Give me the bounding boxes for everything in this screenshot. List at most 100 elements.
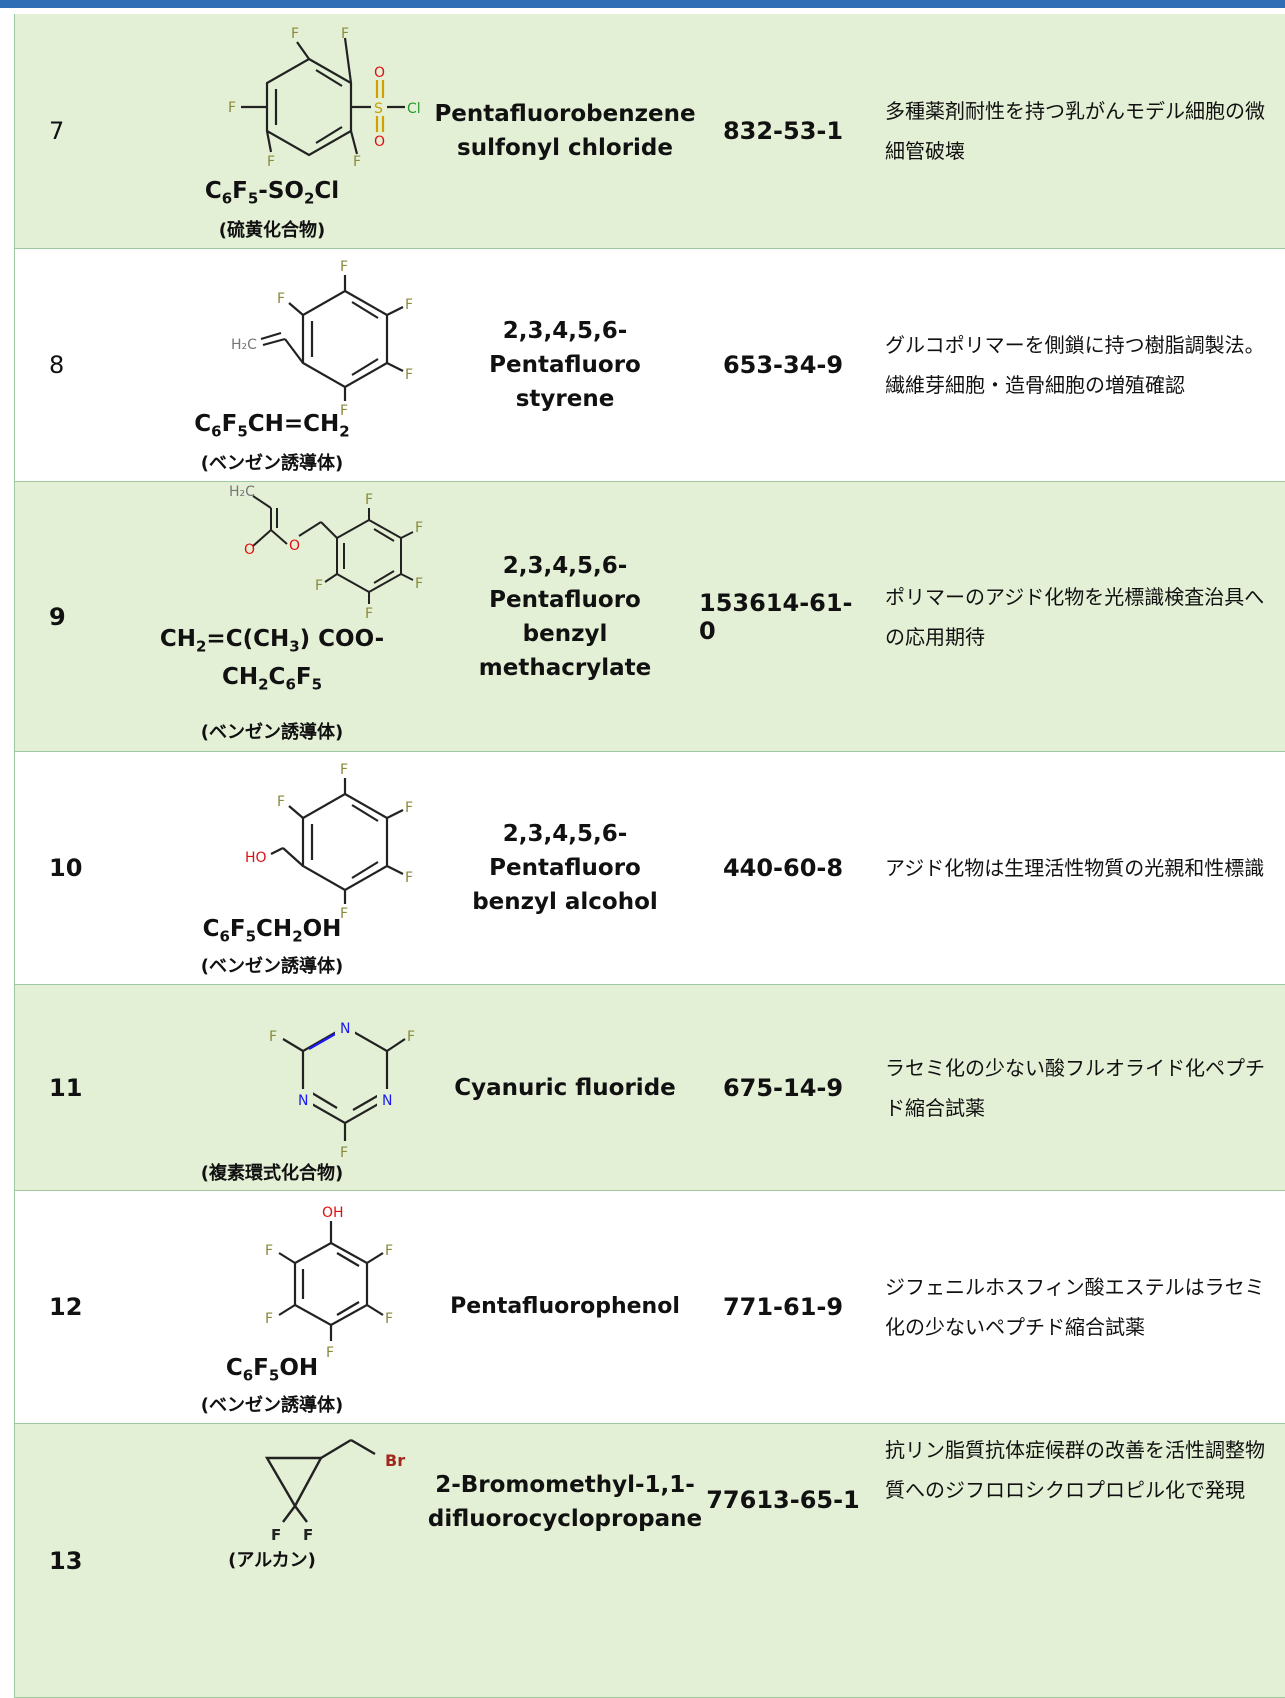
- structure-cell: OH F F F F F C6F5OH (ベンゼン誘導体): [113, 1191, 431, 1423]
- compound-class: (ベンゼン誘導体): [200, 453, 344, 474]
- molecular-formula: C6F5CH=CH2: [194, 411, 350, 441]
- table-row: 12 OH F F F F: [15, 1191, 1285, 1424]
- atom-label: F: [265, 1243, 273, 1259]
- structure-pentafluorophenol: OH F F F F F: [265, 1205, 393, 1361]
- application-text: ポリマーのアジド化物を光標識検査治具への応用期待: [885, 584, 1265, 649]
- atom-label: O: [289, 538, 300, 554]
- atom-label: F: [385, 1311, 393, 1327]
- structure-cell: Br F F (アルカン): [113, 1424, 431, 1697]
- compound-class: (ベンゼン誘導体): [200, 722, 344, 743]
- compound-name: Cyanuric fluoride: [454, 1074, 676, 1101]
- structure-pentafluorostyrene: F F F F F H₂C: [231, 259, 413, 419]
- application-text: グルコポリマーを側鎖に持つ樹脂調製法。繊維芽細胞・造骨細胞の増殖確認: [885, 333, 1265, 397]
- table-row: 10 F F F F: [15, 752, 1285, 985]
- compound-table: 7: [14, 14, 1285, 1698]
- application-text: アジド化物は生理活性物質の光親和性標識: [885, 856, 1265, 880]
- compound-class: (硫黄化合物): [218, 220, 326, 241]
- atom-label: N: [340, 1021, 350, 1037]
- application-text: 多種薬剤耐性を持つ乳がんモデル細胞の微細管破壊: [885, 99, 1265, 163]
- table-row: 8 F F F: [15, 249, 1285, 482]
- atom-label: O: [244, 542, 255, 558]
- compound-name: 2,3,4,5,6-Pentafluoro benzyl alcohol: [472, 821, 658, 915]
- atom-label: F: [277, 794, 285, 810]
- atom-label: F: [340, 762, 348, 778]
- atom-label: OH: [322, 1205, 344, 1221]
- row-number: 9: [49, 602, 66, 631]
- structure-cell: F F F F F S O O Cl C6F5-SO2Cl (硫黄化合物): [113, 14, 431, 248]
- table-row: 13 Br F F (アルカン) 2-Bromomethyl-1,1- difl…: [15, 1424, 1285, 1698]
- compound-class: (アルカン): [228, 1550, 316, 1571]
- row-number: 8: [49, 351, 65, 379]
- molecular-formula: CH2=C(CH3) COO-CH2C6F5: [159, 626, 385, 694]
- compound-name: 2,3,4,5,6-Pentafluoro benzyl methacrylat…: [478, 552, 652, 681]
- atom-label: F: [353, 154, 361, 170]
- row-number: 13: [49, 1546, 83, 1575]
- atom-label: Cl: [407, 101, 421, 117]
- atom-label: Br: [385, 1451, 405, 1470]
- atom-label: F: [228, 100, 236, 116]
- application-text: ジフェニルホスフィン酸エステルはラセミ化の少ないペプチド縮合試薬: [885, 1275, 1265, 1339]
- compound-name: 2-Bromomethyl-1,1- difluorocyclopropane: [427, 1472, 703, 1532]
- atom-label: H₂C: [229, 484, 255, 500]
- atom-label: F: [365, 492, 373, 508]
- atom-label: F: [269, 1029, 277, 1045]
- structure-cyanuric-fluoride: N N N F F F: [269, 1017, 415, 1161]
- atom-label: HO: [245, 850, 267, 866]
- atom-label: F: [277, 291, 285, 307]
- atom-label: F: [385, 1243, 393, 1259]
- structure-bromomethyl-difluorocyclopropane: Br F F: [264, 1438, 405, 1544]
- structure-cell: F F F F F O O H₂C CH2=C(CH3) COO-CH2C6F5…: [113, 482, 431, 751]
- atom-label: F: [405, 367, 413, 383]
- atom-label: F: [340, 1145, 348, 1161]
- compound-name: 2,3,4,5,6-Pentafluoro styrene: [489, 318, 641, 412]
- cas-number: 653-34-9: [722, 351, 844, 379]
- cas-number: 675-14-9: [722, 1073, 844, 1102]
- compound-class: (複素環式化合物): [200, 1163, 344, 1184]
- atom-label: F: [326, 1345, 334, 1361]
- atom-label: F: [291, 26, 299, 42]
- atom-label: F: [415, 576, 423, 592]
- atom-label: F: [271, 1526, 281, 1544]
- atom-label: F: [267, 154, 275, 170]
- row-number: 11: [49, 1073, 83, 1102]
- cas-number: 832-53-1: [722, 117, 844, 145]
- atom-label: F: [303, 1526, 313, 1544]
- row-number: 10: [49, 854, 83, 882]
- table-row: 9: [15, 482, 1285, 752]
- atom-label: F: [415, 520, 423, 536]
- atom-label: F: [365, 606, 373, 622]
- application-text: 抗リン脂質抗体症候群の改善を活性調整物質へのジフロロシクロプロピル化で発現: [885, 1438, 1265, 1502]
- molecular-formula: C6F5-SO2Cl: [204, 178, 340, 208]
- cas-number: 77613-65-1: [706, 1486, 860, 1514]
- compound-class: (ベンゼン誘導体): [200, 1395, 344, 1416]
- compound-name: Pentafluorobenzene sulfonyl chloride: [434, 101, 696, 161]
- atom-label: F: [405, 800, 413, 816]
- atom-label: O: [374, 134, 385, 150]
- structure-cell: F F F F F HO C6F5CH2OH (ベンゼン誘導体): [113, 752, 431, 984]
- molecular-formula: C6F5CH2OH: [202, 916, 342, 946]
- header-accent-bar: [0, 0, 1285, 8]
- structure-cell: F F F F F H₂C C6F5CH=CH2 (ベンゼン誘導体): [113, 249, 431, 481]
- application-text: ラセミ化の少ない酸フルオライド化ペプチド縮合試薬: [885, 1055, 1265, 1120]
- compound-name: Pentafluorophenol: [450, 1294, 680, 1319]
- atom-label: F: [315, 578, 323, 594]
- atom-label: F: [405, 297, 413, 313]
- table-row: 11 N N N F F F: [15, 985, 1285, 1191]
- atom-label: F: [265, 1311, 273, 1327]
- cas-number: 153614-61-0: [699, 588, 853, 645]
- structure-cell: N N N F F F (複素環式化合物): [113, 985, 431, 1190]
- atom-label: S: [374, 101, 383, 117]
- atom-label: N: [298, 1093, 308, 1109]
- structure-pentafluorobenzenesulfonyl-chloride: F F F F F S O O Cl: [228, 26, 421, 170]
- structure-pentafluorobenzyl-methacrylate: F F F F F O O H₂C: [229, 484, 423, 622]
- atom-label: F: [340, 906, 348, 922]
- cas-number: 440-60-8: [722, 854, 844, 882]
- atom-label: H₂C: [231, 337, 257, 353]
- cas-number: 771-61-9: [722, 1293, 844, 1321]
- compound-class: (ベンゼン誘導体): [200, 956, 344, 977]
- molecular-formula: C6F5OH: [225, 1355, 319, 1385]
- atom-label: F: [341, 26, 349, 42]
- atom-label: F: [405, 870, 413, 886]
- row-number: 7: [49, 117, 65, 145]
- atom-label: O: [374, 65, 385, 81]
